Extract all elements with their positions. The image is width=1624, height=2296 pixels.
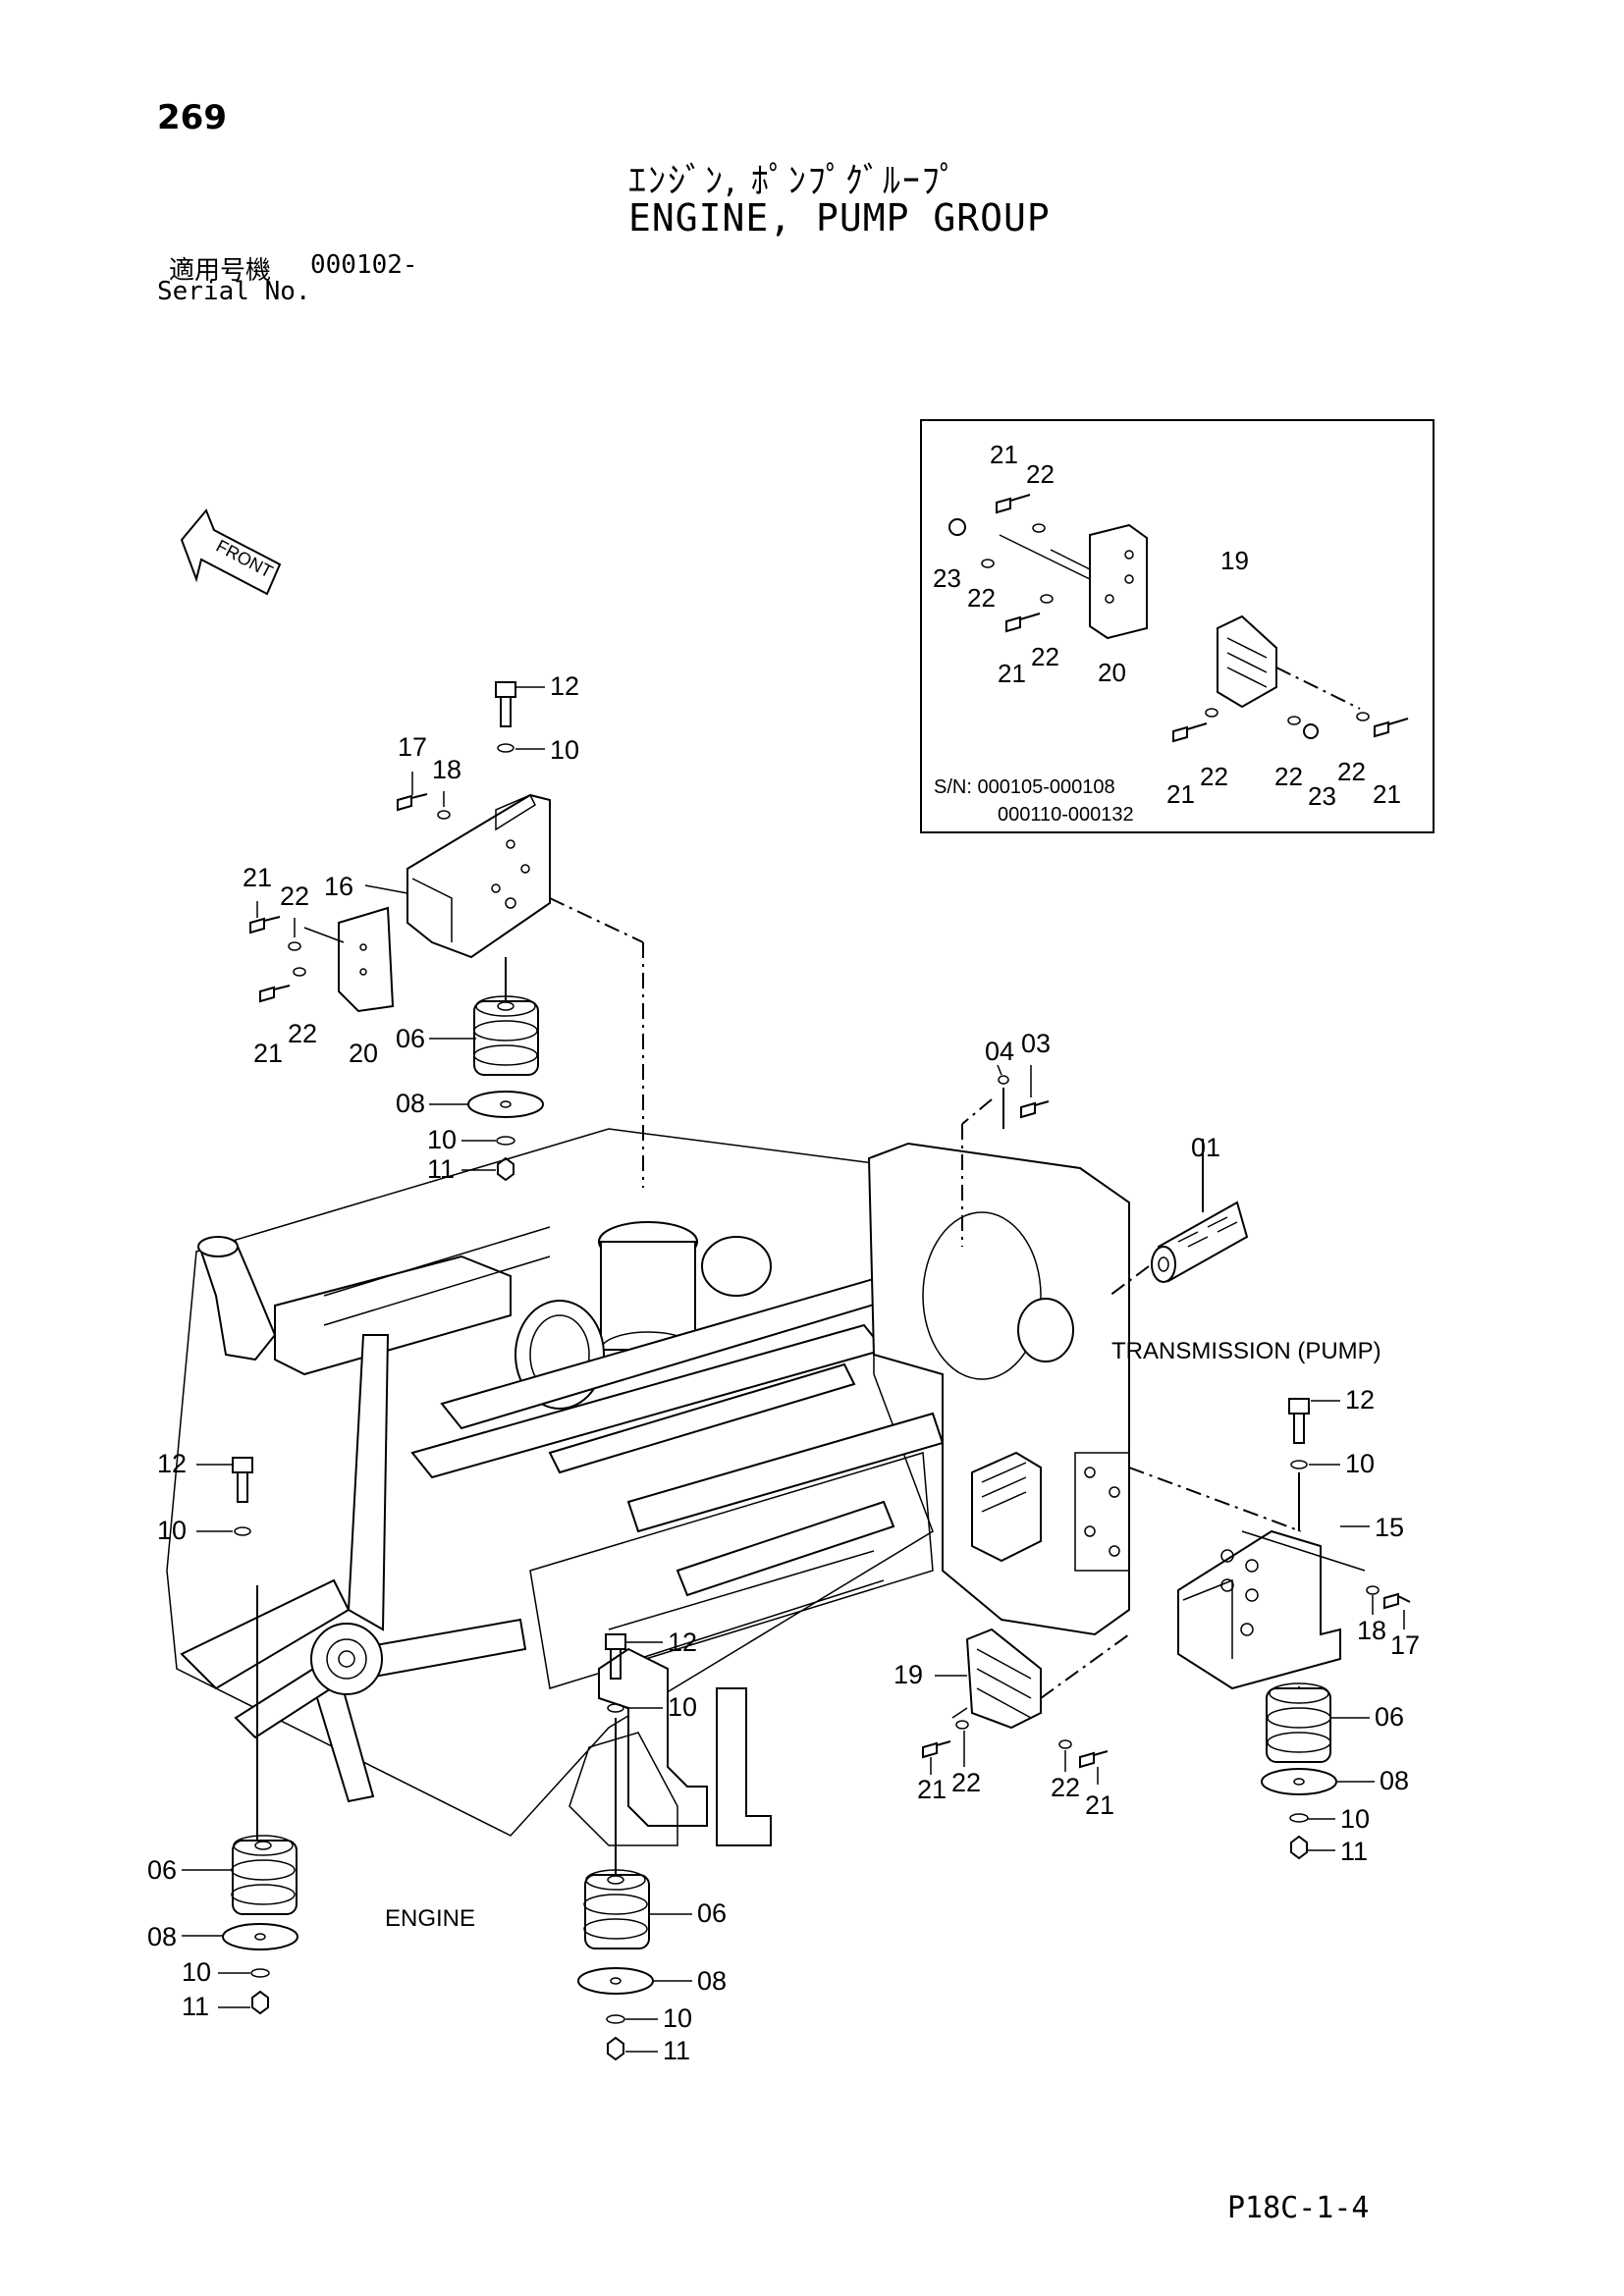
engine-mount-bracket-right	[1128, 1398, 1411, 1860]
callout-label: 18	[1357, 1616, 1386, 1645]
inset-callout: 23	[933, 563, 961, 593]
page-number: 269	[157, 98, 227, 137]
support-bracket	[922, 1628, 1130, 1769]
serial-label: Serial No.	[157, 277, 311, 306]
engine-label: ENGINE	[385, 1905, 475, 1932]
callout-label: 08	[697, 1966, 727, 1996]
callout-label: 17	[398, 732, 427, 762]
inset-callout: 21	[1166, 779, 1195, 809]
front-arrow-icon: FRONT	[180, 508, 282, 596]
callout-label: 06	[147, 1855, 177, 1885]
callout-label: 12	[668, 1628, 697, 1657]
callout-label: 16	[324, 872, 353, 901]
callout-label: 12	[550, 671, 579, 701]
part-callouts: 12 10 17 18 16 21 22 21 22 20 06 08 10 1…	[147, 671, 1420, 2065]
inset-callout: 22	[1274, 762, 1303, 791]
inset-callout: 22	[1026, 459, 1055, 489]
callout-label: 06	[1375, 1702, 1404, 1732]
inset-serial-range: S/N: 000105-000108	[934, 776, 1115, 798]
callout-label: 06	[697, 1898, 727, 1928]
callout-label: 21	[243, 863, 272, 892]
callout-label: 08	[396, 1089, 425, 1118]
transmission-label: TRANSMISSION (PUMP)	[1111, 1338, 1381, 1364]
callout-label: 10	[157, 1516, 187, 1545]
callout-label: 10	[663, 2003, 692, 2033]
callout-label: 22	[288, 1019, 317, 1048]
cooling-fan-icon	[180, 1334, 527, 1803]
callout-label: 15	[1375, 1513, 1404, 1542]
callout-label: 08	[1380, 1766, 1409, 1795]
callout-label: 11	[427, 1154, 455, 1184]
callout-label: 12	[1345, 1385, 1375, 1415]
callout-label: 11	[182, 1992, 209, 2021]
callout-label: 08	[147, 1922, 177, 1951]
callout-label: 10	[550, 735, 579, 765]
engine-mount-bracket-left	[249, 681, 644, 1188]
callout-label: 22	[1051, 1773, 1080, 1802]
figure-code: P18C-1-4	[1227, 2191, 1370, 2225]
callout-label: 04	[985, 1037, 1014, 1066]
front-mount-left	[222, 1457, 298, 2015]
callout-label: 06	[396, 1024, 425, 1053]
callout-label: 10	[668, 1692, 697, 1722]
callout-label: 11	[663, 2036, 690, 2065]
inset-serial-range: 000110-000132	[998, 804, 1134, 826]
callout-label: 21	[917, 1775, 947, 1804]
inset-callout: 19	[1220, 546, 1249, 575]
inset-callout: 20	[1098, 658, 1126, 687]
callout-label: 21	[1085, 1790, 1114, 1820]
inset-callout: 22	[967, 583, 996, 613]
inset-box: 21 22 23 22 21 22 20 19 21 22 22 23 22 2…	[920, 419, 1435, 833]
inset-callout: 22	[1031, 642, 1059, 671]
spline-coupling-icon	[1109, 1139, 1249, 1297]
callout-label: 10	[427, 1125, 457, 1154]
callout-label: 20	[349, 1039, 378, 1068]
callout-label: 12	[157, 1449, 187, 1478]
callout-label: 10	[1340, 1804, 1370, 1834]
page-title-japanese: ｴﾝｼﾞﾝ, ﾎﾟﾝﾌﾟｸﾞﾙｰﾌﾟ	[628, 161, 959, 201]
page-title: ENGINE, PUMP GROUP	[628, 196, 1051, 240]
callout-label: 03	[1021, 1029, 1051, 1058]
serial-value: 000102-	[310, 250, 418, 280]
inset-callout: 22	[1200, 762, 1228, 791]
inset-callout: 23	[1308, 781, 1336, 811]
callout-label: 10	[1345, 1449, 1375, 1478]
serial-label-japanese: 適用号機	[169, 256, 272, 286]
engine-assembly	[166, 1128, 1130, 1846]
callout-label: 19	[893, 1660, 923, 1689]
callout-label: 22	[280, 881, 309, 911]
leader-lines	[182, 686, 1405, 2053]
callout-label: 22	[951, 1768, 981, 1797]
inset-callout: 21	[998, 659, 1026, 688]
callout-label: 11	[1340, 1837, 1368, 1866]
front-mount-center	[577, 1633, 654, 2061]
callout-label: 21	[253, 1039, 283, 1068]
inset-callout: 22	[1337, 757, 1366, 786]
inset-callout: 21	[1373, 779, 1401, 809]
callout-label: 10	[182, 1957, 211, 1987]
inset-callout: 21	[990, 440, 1018, 469]
callout-label: 01	[1191, 1133, 1220, 1162]
callout-label: 18	[432, 755, 461, 784]
callout-label: 17	[1390, 1630, 1420, 1660]
